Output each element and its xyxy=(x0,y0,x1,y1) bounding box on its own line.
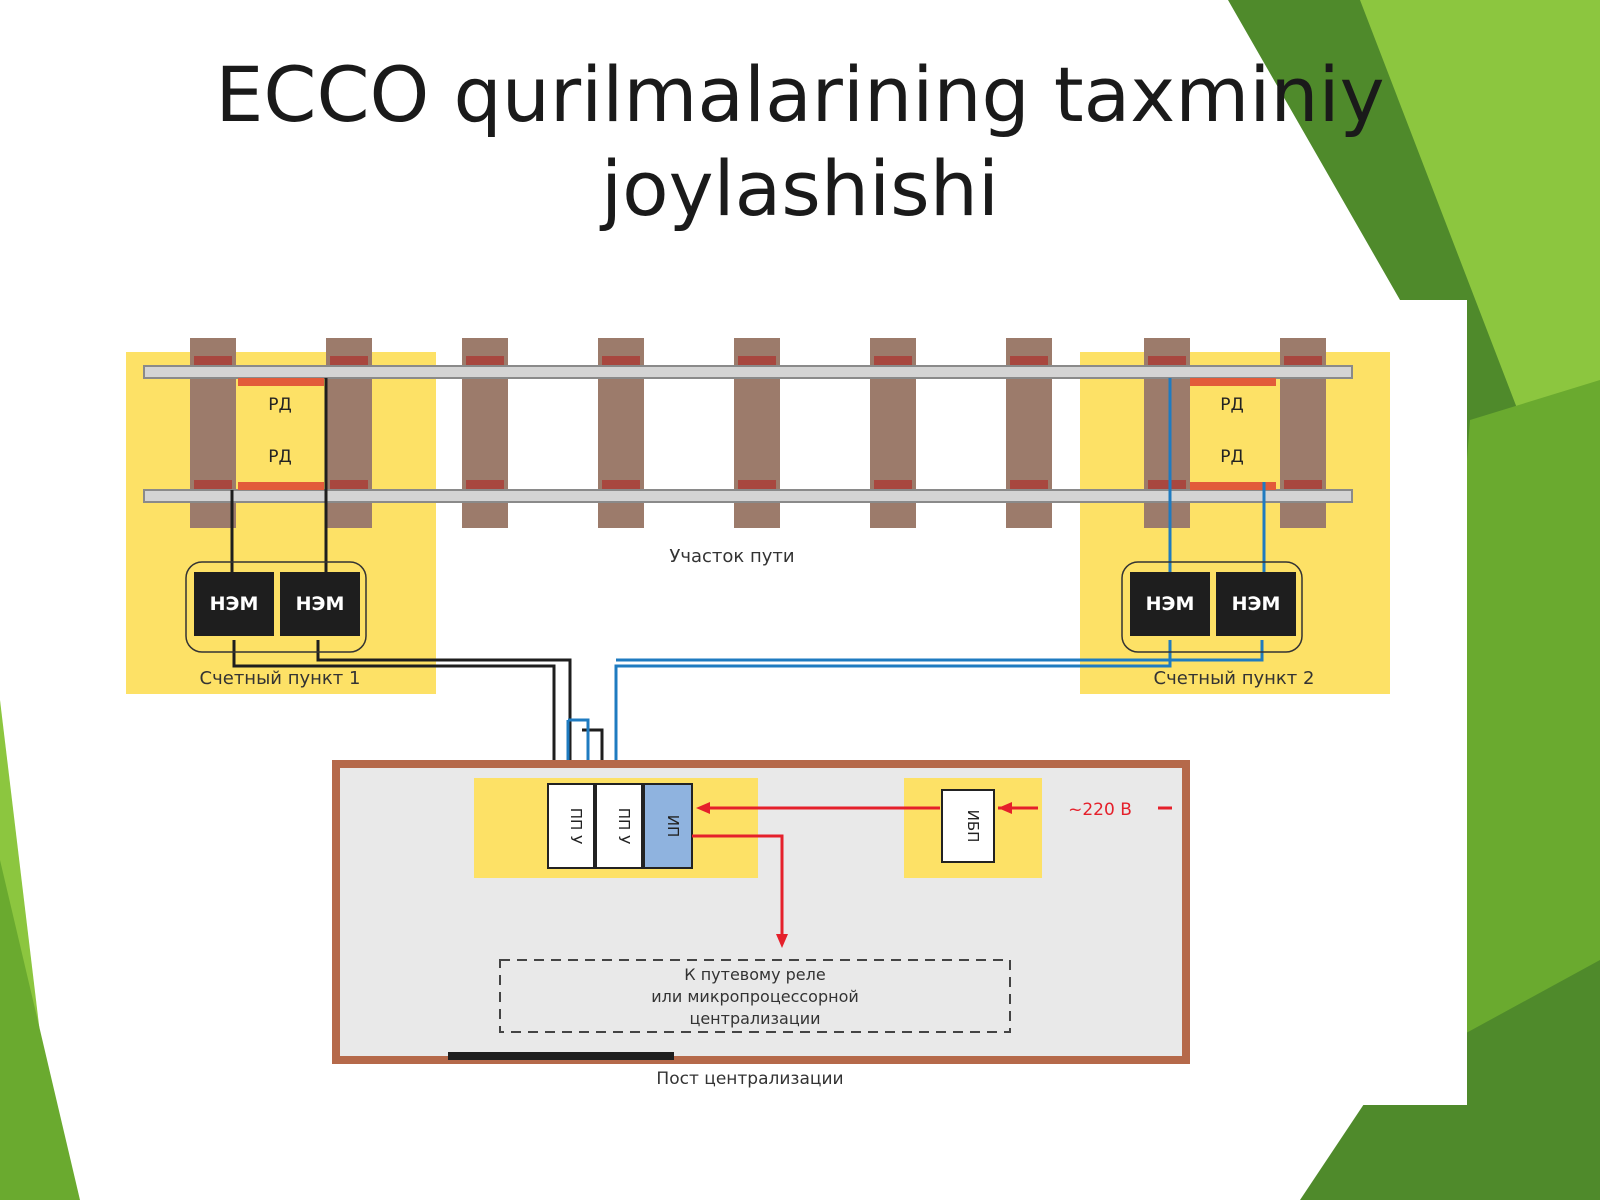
relay-box-line-2: или микропроцессорной xyxy=(651,987,859,1006)
processing-unit-label: ПП У xyxy=(567,808,585,844)
electronic-unit-label: НЭМ xyxy=(296,593,345,615)
rail-sensor-2-top xyxy=(1190,378,1276,386)
enclosure-2 xyxy=(1121,561,1303,653)
relay-box-line-3: централизации xyxy=(689,1009,820,1028)
ups-label: ИБП xyxy=(964,810,982,843)
electronic-unit xyxy=(194,572,274,636)
rail-sensor-1-top xyxy=(238,378,324,386)
relay-box-line-1: К путевому реле xyxy=(684,965,825,984)
counting-point-1-zone xyxy=(126,352,436,694)
rail-sensor-label: РД xyxy=(1220,447,1244,467)
title-line-1: ECCO qurilmalarining taxminiy xyxy=(215,50,1385,139)
slide-title: ECCO qurilmalarining taxminiy joylashish… xyxy=(150,48,1450,236)
rail-sensor-2-bottom xyxy=(1190,482,1276,490)
mains-label: ~220 В xyxy=(1068,800,1132,820)
rail-top xyxy=(143,365,1353,379)
counting-point-2-label: Счетный пункт 2 xyxy=(1154,668,1315,689)
post-entrance xyxy=(448,1052,674,1060)
track-circuit-diagram: РД РД РД РД Участок пути xyxy=(126,338,1390,1089)
processing-unit-label: ПП У xyxy=(615,808,633,844)
counting-point-1-label: Счетный пункт 1 xyxy=(200,668,361,689)
power-unit-label: ИП xyxy=(664,815,682,838)
electronic-unit xyxy=(1216,572,1296,636)
rail-sensor-label: РД xyxy=(1220,395,1244,415)
enclosure-1 xyxy=(185,561,367,653)
processing-unit xyxy=(547,783,595,869)
green-shape-left-dark xyxy=(0,860,80,1200)
rail-sensor-label: РД xyxy=(268,395,292,415)
electronic-unit xyxy=(280,572,360,636)
electronic-unit-label: НЭМ xyxy=(1146,593,1195,615)
diagram-panel: РД РД РД РД Участок пути xyxy=(122,300,1467,1105)
title-line-2: joylashishi xyxy=(600,144,1000,233)
track-section-label: Участок пути xyxy=(669,546,794,567)
post-label: Пост централизации xyxy=(656,1069,843,1089)
rail-bottom xyxy=(143,489,1353,503)
electronic-unit-label: НЭМ xyxy=(210,593,259,615)
electronic-unit xyxy=(1130,572,1210,636)
power-unit xyxy=(643,783,693,869)
arrow-head xyxy=(696,802,710,814)
counting-point-2-zone xyxy=(1080,352,1390,694)
ups-unit xyxy=(941,789,995,863)
processing-unit xyxy=(595,783,643,869)
arrow-head xyxy=(776,934,788,948)
rail-sensor-1-bottom xyxy=(238,482,324,490)
arrow-head xyxy=(998,802,1012,814)
relay-target-box xyxy=(499,959,1011,1033)
rail-sensor-label: РД xyxy=(268,447,292,467)
rail-fasteners xyxy=(194,356,1322,490)
electronic-unit-label: НЭМ xyxy=(1232,593,1281,615)
